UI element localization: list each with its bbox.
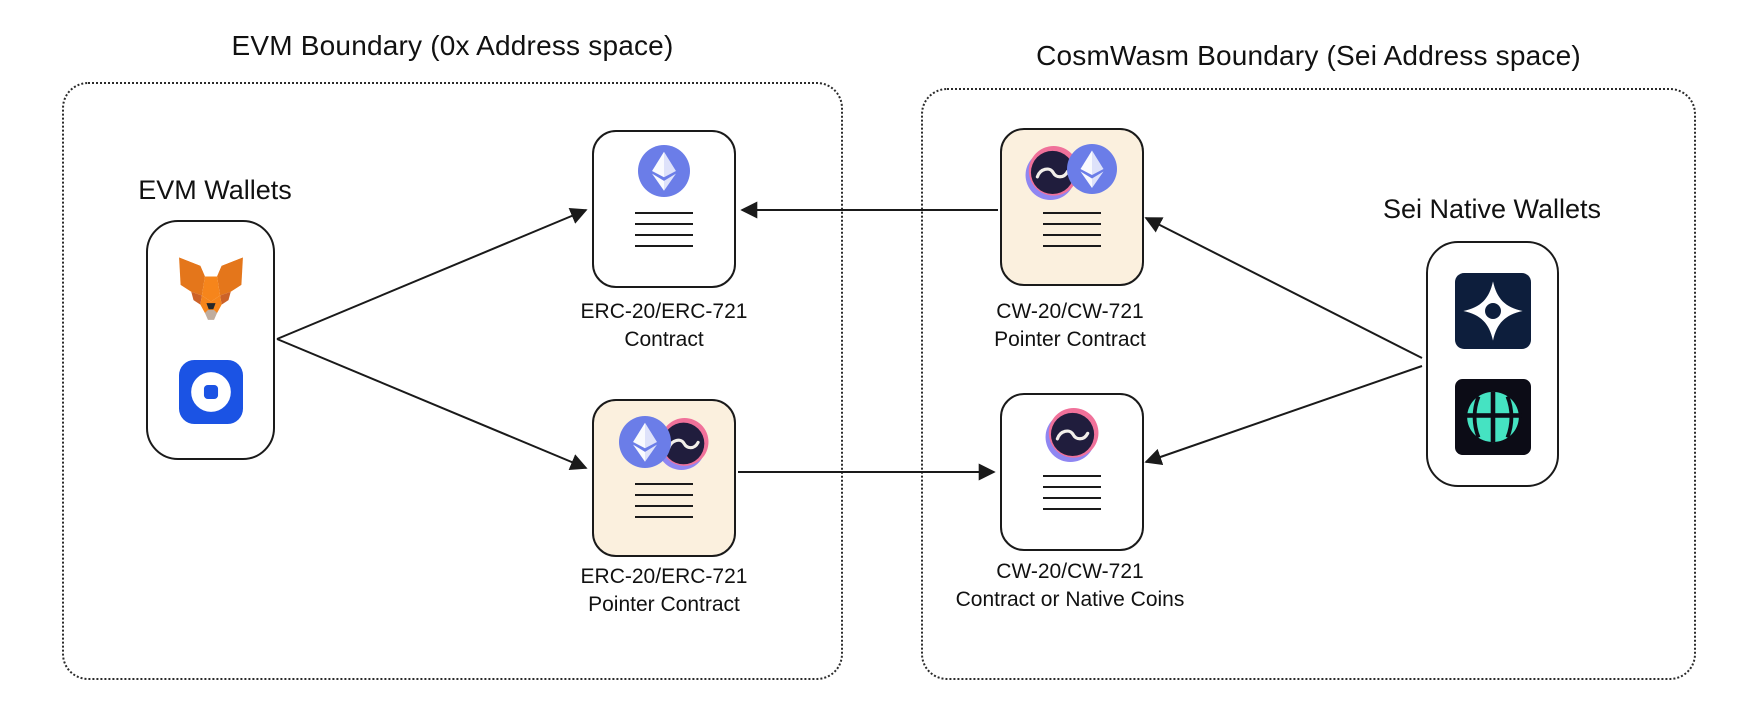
erc-pointer-label-line1: ERC-20/ERC-721 bbox=[580, 565, 748, 588]
cw-contract-label-line2: Contract or Native Coins bbox=[955, 587, 1185, 611]
document-lines bbox=[635, 212, 693, 247]
cw-contract-label-line1: CW-20/CW-721 bbox=[996, 560, 1144, 583]
metamask-fox-icon bbox=[178, 257, 243, 320]
ethereum-icon bbox=[638, 145, 690, 197]
erc-pointer-contract-card bbox=[592, 399, 736, 557]
erc-pointer-icon-area bbox=[617, 414, 711, 472]
cw-contract-label: CW-20/CW-721 Contract or Native Coins bbox=[895, 558, 1245, 613]
cw-pointer-label-line2: Pointer Contract bbox=[994, 327, 1146, 351]
erc-contract-label: ERC-20/ERC-721 Contract bbox=[514, 298, 814, 353]
cw-pointer-icon-area bbox=[1025, 143, 1119, 201]
ethereum-icon bbox=[619, 416, 671, 468]
erc-pointer-contract-label: ERC-20/ERC-721 Pointer Contract bbox=[514, 563, 814, 618]
compass-wallet-icon bbox=[1454, 273, 1531, 349]
cw-pointer-contract-card bbox=[1000, 128, 1144, 286]
evm-boundary-title: EVM Boundary (0x Address space) bbox=[231, 30, 674, 61]
ethereum-icon bbox=[1067, 144, 1117, 194]
document-lines bbox=[1043, 212, 1101, 247]
sei-swirl-icon bbox=[1045, 408, 1099, 462]
coinbase-wallet-icon bbox=[178, 360, 243, 424]
sei-native-wallets-card bbox=[1426, 241, 1559, 487]
cw-contract-icon-area bbox=[1045, 408, 1099, 464]
sei-native-wallets-label: Sei Native Wallets bbox=[1382, 194, 1602, 224]
evm-boundary-box bbox=[62, 82, 843, 680]
teal-globe-wallet-icon bbox=[1454, 379, 1531, 455]
cosmwasm-boundary-box bbox=[921, 88, 1696, 680]
cw-pointer-contract-label: CW-20/CW-721 Pointer Contract bbox=[920, 298, 1220, 353]
erc-contract-icon-area bbox=[638, 145, 690, 201]
cw-pointer-label-line1: CW-20/CW-721 bbox=[996, 300, 1144, 323]
document-lines bbox=[1043, 475, 1101, 510]
document-lines bbox=[635, 483, 693, 518]
erc-contract-label-line2: Contract bbox=[624, 327, 704, 351]
cosmwasm-boundary-title: CosmWasm Boundary (Sei Address space) bbox=[1036, 40, 1581, 71]
erc-pointer-label-line2: Pointer Contract bbox=[588, 592, 740, 616]
sei-swirl-icon bbox=[1025, 146, 1079, 200]
evm-wallets-card bbox=[146, 220, 275, 460]
erc-contract-label-line1: ERC-20/ERC-721 bbox=[580, 300, 748, 323]
cw-contract-card bbox=[1000, 393, 1144, 551]
evm-wallets-label: EVM Wallets bbox=[138, 175, 292, 205]
erc-contract-card bbox=[592, 130, 736, 288]
